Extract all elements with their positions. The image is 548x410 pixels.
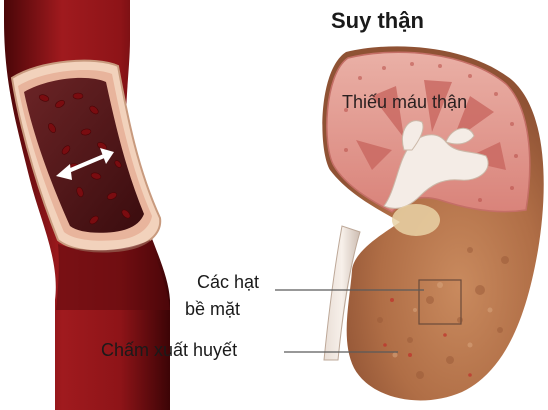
petechiae-label: Chấm xuất huyết	[101, 340, 237, 361]
renal-ischemia-label: Thiếu máu thận	[342, 92, 467, 113]
surface-granules-label-line2: bề mặt	[185, 299, 240, 320]
surface-granules-label-line1: Các hạt	[197, 272, 259, 293]
diagram-title: Suy thận	[331, 8, 424, 34]
